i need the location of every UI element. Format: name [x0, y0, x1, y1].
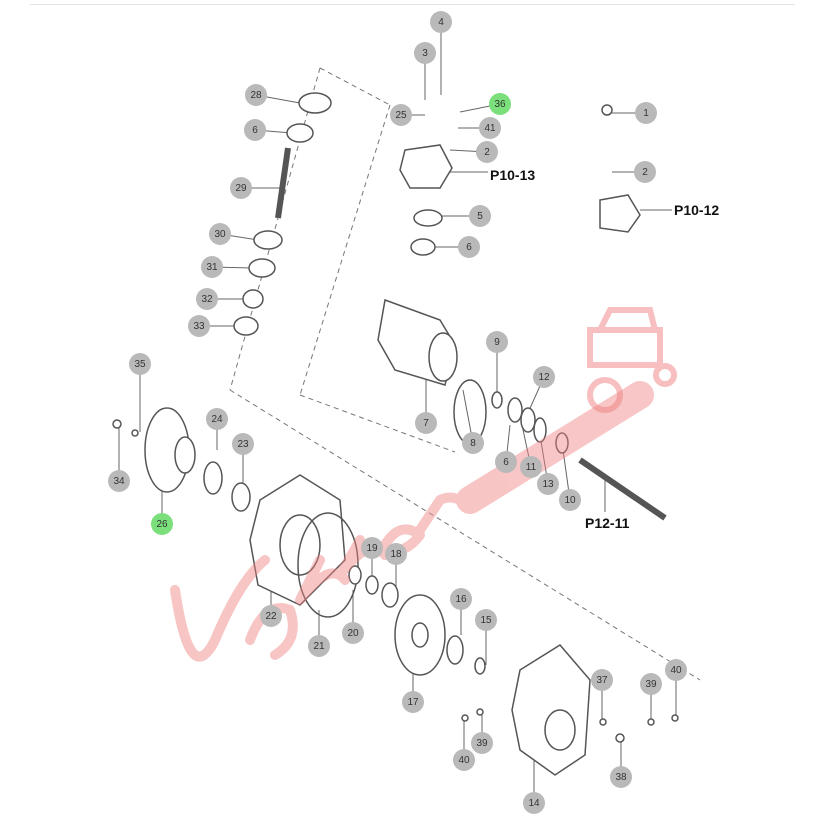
callout-part-6[interactable]: 6 [458, 236, 480, 258]
callout-part-37[interactable]: 37 [591, 669, 613, 691]
seal-bearing [413, 209, 443, 227]
callout-part-11[interactable]: 11 [520, 456, 542, 478]
gearbox-case [511, 644, 591, 776]
callout-part-16[interactable]: 16 [450, 588, 472, 610]
callout-part-6[interactable]: 6 [495, 451, 517, 473]
callout-part-40[interactable]: 40 [453, 749, 475, 771]
callout-part-20[interactable]: 20 [342, 622, 364, 644]
seal-bearing [298, 92, 332, 114]
callout-part-40[interactable]: 40 [665, 659, 687, 681]
callout-part-26[interactable]: 26 [151, 513, 173, 535]
seal-bearing [491, 391, 503, 409]
callout-part-34[interactable]: 34 [108, 470, 130, 492]
callout-part-29[interactable]: 29 [230, 177, 252, 199]
callout-part-17[interactable]: 17 [402, 691, 424, 713]
seal-bearing [253, 230, 283, 250]
callout-part-13[interactable]: 13 [537, 473, 559, 495]
snap-ring [381, 582, 399, 608]
callout-part-41[interactable]: 41 [479, 117, 501, 139]
seal-bearing [233, 316, 259, 336]
fastener [112, 419, 122, 429]
callout-part-35[interactable]: 35 [129, 353, 151, 375]
callout-part-18[interactable]: 18 [385, 543, 407, 565]
fastener [601, 104, 613, 116]
callout-part-38[interactable]: 38 [610, 766, 632, 788]
assembly-dashed-line [319, 67, 391, 106]
seal-bearing [446, 635, 464, 665]
callout-part-14[interactable]: 14 [523, 792, 545, 814]
divider [30, 4, 795, 5]
callout-part-12[interactable]: 12 [533, 366, 555, 388]
callout-part-7[interactable]: 7 [415, 412, 437, 434]
seal-bearing [286, 123, 314, 143]
snap-ring [365, 575, 379, 595]
assembly-dashed-line [299, 104, 391, 396]
callout-part-19[interactable]: 19 [361, 537, 383, 559]
callout-part-31[interactable]: 31 [201, 256, 223, 278]
callout-part-24[interactable]: 24 [206, 408, 228, 430]
callout-part-22[interactable]: 22 [260, 605, 282, 627]
hub-stub [174, 436, 196, 474]
callout-part-15[interactable]: 15 [475, 609, 497, 631]
callout-part-5[interactable]: 5 [469, 205, 491, 227]
callout-part-23[interactable]: 23 [232, 433, 254, 455]
page-ref-p12-11[interactable]: P12-11 [585, 515, 630, 531]
gasket [297, 512, 359, 618]
seal-bearing [507, 397, 523, 423]
callout-part-3[interactable]: 3 [414, 42, 436, 64]
fastener [599, 718, 607, 726]
page-ref-p10-13[interactable]: P10-13 [490, 167, 536, 183]
callout-part-9[interactable]: 9 [486, 331, 508, 353]
cover-p10-12 [599, 194, 641, 233]
fastener [131, 429, 139, 437]
fastener [476, 708, 484, 716]
callout-part-1[interactable]: 1 [635, 102, 657, 124]
fastener [671, 714, 679, 722]
callout-part-6[interactable]: 6 [244, 119, 266, 141]
callout-part-4[interactable]: 4 [430, 11, 452, 33]
seal-bearing [410, 238, 436, 256]
case-bore [544, 709, 576, 751]
assembly-dashed-line [229, 389, 701, 681]
seal-bearing [555, 432, 569, 454]
callout-part-39[interactable]: 39 [471, 732, 493, 754]
callout-part-2[interactable]: 2 [476, 141, 498, 163]
callout-part-36[interactable]: 36 [489, 93, 511, 115]
seal-bearing [248, 258, 276, 278]
callout-part-28[interactable]: 28 [245, 84, 267, 106]
seal-bearing [533, 417, 547, 443]
fastener [615, 733, 625, 743]
seal-bearing [231, 482, 251, 512]
callout-part-32[interactable]: 32 [196, 288, 218, 310]
shaft [275, 147, 291, 219]
page-ref-p10-12[interactable]: P10-12 [674, 202, 720, 218]
seal-bearing [520, 407, 536, 433]
fastener [647, 718, 655, 726]
assembly-dashed-line [229, 67, 321, 391]
gear-disc-center [411, 622, 429, 648]
seal-bearing [203, 461, 223, 495]
callout-part-39[interactable]: 39 [640, 673, 662, 695]
callout-part-10[interactable]: 10 [559, 489, 581, 511]
callout-part-8[interactable]: 8 [462, 432, 484, 454]
callout-part-25[interactable]: 25 [390, 104, 412, 126]
callout-part-21[interactable]: 21 [308, 635, 330, 657]
fastener [461, 714, 469, 722]
seal-bearing [242, 289, 264, 309]
assembly-dashed-line [299, 394, 456, 453]
housing-flange [428, 332, 458, 382]
seal-bearing [474, 657, 486, 675]
input-shaft-p12-11 [578, 457, 667, 521]
snap-ring [348, 565, 362, 585]
callout-part-33[interactable]: 33 [188, 315, 210, 337]
top-cover-p10-13 [399, 144, 453, 189]
callout-part-30[interactable]: 30 [209, 223, 231, 245]
callout-part-2[interactable]: 2 [634, 161, 656, 183]
